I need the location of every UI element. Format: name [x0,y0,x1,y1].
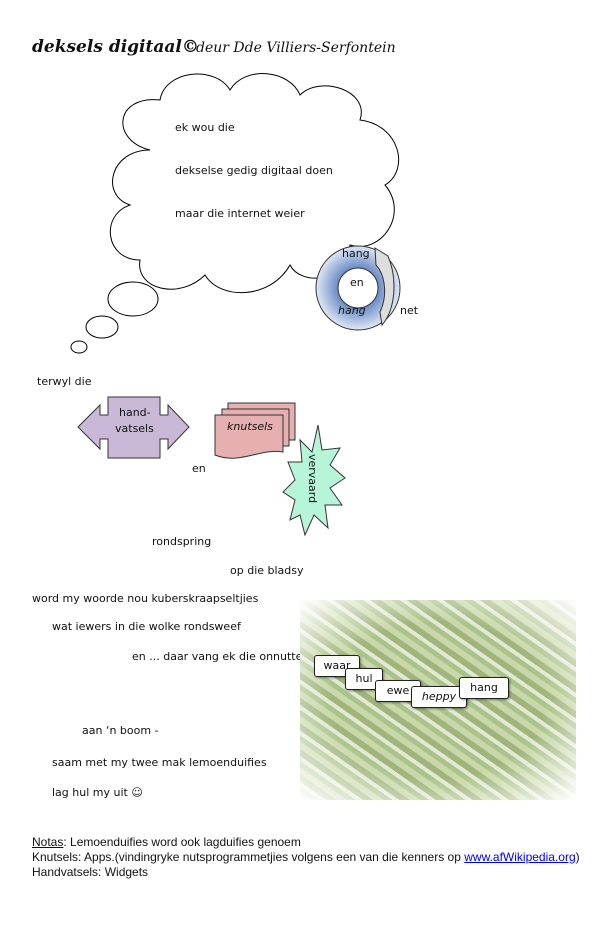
wikipedia-link[interactable]: www.afWikipedia.org [464,850,576,864]
ring-label-center: en [350,276,364,289]
star-label: vervaard [306,453,320,504]
paren: ) [575,850,580,864]
poem-line: terwyl die [37,375,92,388]
notes-text: : Lemoenduifies word ook lagduifies geno… [63,835,301,849]
page-title: deksels digitaal© [32,37,199,57]
circular-arrow [315,245,401,331]
poem-line: lag hul my uit ☺ [52,786,143,799]
poem-line: en [192,462,206,475]
cloud-line: ek wou die [175,121,235,134]
poem-line: aan ‘n boom - [82,724,159,737]
document-stack-shape [214,402,296,459]
thought-bubble-large [107,281,159,317]
thought-bubble-small [70,340,88,354]
knutsels-note: Knutsels: Apps.(vindingryke nutsprogramm… [32,850,465,864]
notes: Notas: Lemoenduifies word ook lagduifies… [32,835,580,880]
thought-bubble-medium [85,315,119,339]
word-box: ewe [375,680,421,702]
poem-line: saam met my twee mak lemoenduifies [52,756,267,769]
poem-line: rondspring [152,535,212,548]
ring-label-side: net [400,304,419,317]
word-box: heppy [411,686,467,708]
poem-line: op die bladsy [230,564,304,577]
poem-line: wat iewers in die wolke rondsweef [52,620,241,633]
notes-label: Notas [32,835,64,849]
stack-label: knutsels [227,420,273,433]
thought-cloud [70,73,400,354]
ring-label-bottom: hang [338,304,366,317]
word-box: hang [459,677,509,699]
poem-line: en ... daar vang ek die onnutte [132,650,303,663]
arrow-label: hand- [119,406,151,419]
handvatsels-note: Handvatsels: Widgets [32,865,149,879]
cloud-line: maar die internet weier [175,207,305,220]
author-byline: deur Dde Villiers-Serfontein [196,40,396,56]
cloud-line: dekselse gedig digitaal doen [175,164,333,177]
poem-line: word my woorde nou kuberskraapseltjies [32,592,259,605]
double-arrow-shape [77,396,190,459]
word-box: hul [345,668,383,690]
explosion-shape [282,424,346,537]
ring-label-top: hang [342,247,370,260]
arrow-label: vatsels [115,422,154,435]
